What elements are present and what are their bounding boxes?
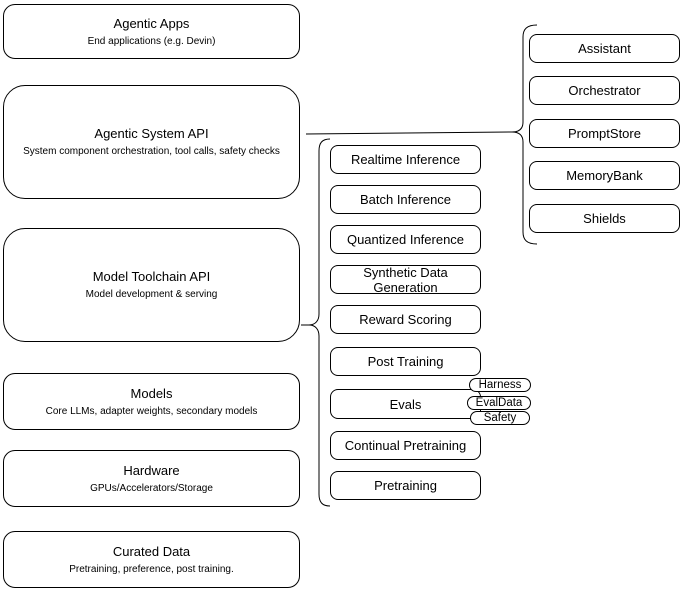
- toolchain-item-continual-pretraining: Continual Pretraining: [330, 431, 481, 460]
- system-api-connector-line: [305, 131, 513, 135]
- component-orchestrator: Orchestrator: [529, 76, 680, 105]
- node-title: Curated Data: [112, 543, 191, 559]
- toolchain-item-batch-inference: Batch Inference: [330, 185, 481, 214]
- node-agentic-apps: Agentic Apps End applications (e.g. Devi…: [3, 4, 300, 59]
- node-title: Models: [130, 385, 173, 401]
- component-assistant: Assistant: [529, 34, 680, 63]
- node-subtitle: Pretraining, preference, post training.: [69, 563, 234, 575]
- toolchain-item-synthetic-data-generation: Synthetic Data Generation: [330, 265, 481, 295]
- node-curated-data: Curated Data Pretraining, preference, po…: [3, 531, 300, 588]
- component-shields: Shields: [529, 204, 680, 233]
- toolchain-item-pretraining: Pretraining: [330, 471, 481, 500]
- tag-harness: Harness: [469, 378, 531, 392]
- toolchain-item-reward-scoring: Reward Scoring: [330, 305, 481, 334]
- toolchain-item-realtime-inference: Realtime Inference: [330, 145, 481, 174]
- node-title: Agentic Apps: [113, 15, 190, 31]
- node-subtitle: Model development & serving: [85, 289, 218, 300]
- node-title: Model Toolchain API: [92, 269, 211, 284]
- toolchain-item-quantized-inference: Quantized Inference: [330, 225, 481, 254]
- node-models: Models Core LLMs, adapter weights, secon…: [3, 373, 300, 430]
- tag-safety: Safety: [470, 411, 530, 425]
- component-promptstore: PromptStore: [529, 119, 680, 148]
- component-memorybank: MemoryBank: [529, 161, 680, 190]
- tag-evaldata: EvalData: [467, 396, 531, 410]
- node-hardware: Hardware GPUs/Accelerators/Storage: [3, 450, 300, 507]
- node-agentic-system-api: Agentic System API System component orch…: [3, 85, 300, 199]
- node-subtitle: GPUs/Accelerators/Storage: [90, 482, 213, 494]
- node-subtitle: Core LLMs, adapter weights, secondary mo…: [45, 405, 258, 417]
- node-subtitle: End applications (e.g. Devin): [87, 35, 216, 47]
- node-title: Hardware: [123, 462, 180, 478]
- toolchain-item-post-training: Post Training: [330, 347, 481, 376]
- node-title: Agentic System API: [94, 126, 209, 141]
- node-subtitle: System component orchestration, tool cal…: [23, 146, 280, 157]
- node-model-toolchain-api: Model Toolchain API Model development & …: [3, 228, 300, 342]
- toolchain-item-evals: Evals: [330, 389, 481, 419]
- toolchain-brace: [308, 138, 331, 507]
